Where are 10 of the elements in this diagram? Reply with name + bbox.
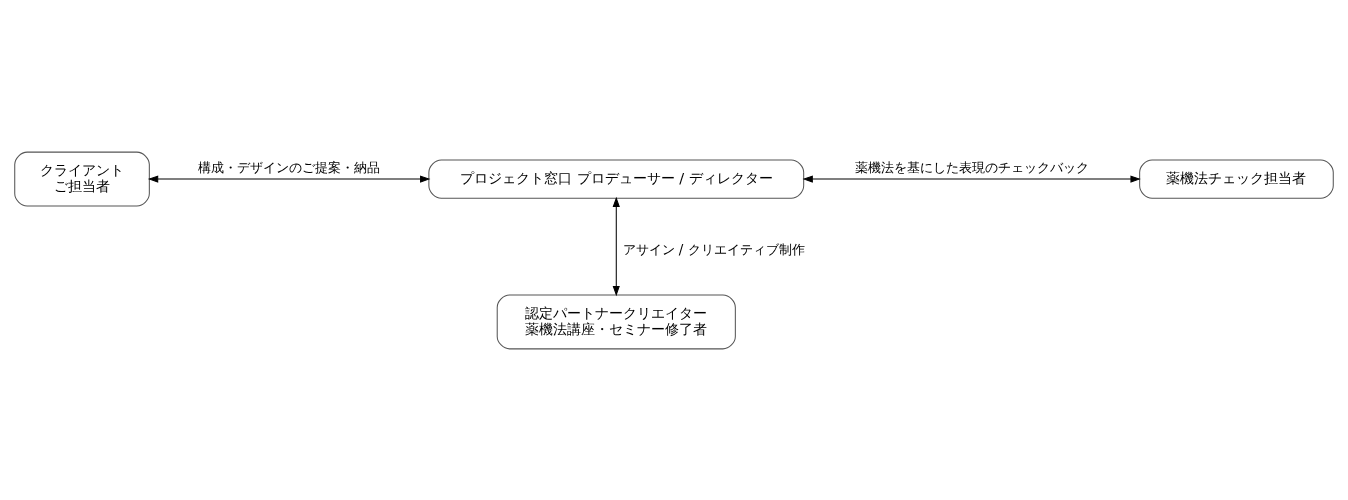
node-box: プロジェクト窓口 プロデューサー / ディレクター [428, 158, 805, 199]
arrow [147, 174, 431, 183]
edge-label: アサイン / クリエイティブ制作 [622, 241, 805, 257]
node-box: クライアント ご担当者 [14, 151, 150, 206]
arrow [802, 174, 1141, 183]
edge-label: 薬機法を基にした表現のチェックバック [854, 159, 1089, 175]
arrow [612, 196, 620, 296]
node-box: 認定パートナークリエイター 薬機法講座・セミナー修了者 [496, 294, 736, 349]
edge-label: 構成・デザインのご提案・納品 [198, 159, 381, 175]
node-box: 薬機法チェック担当者 [1139, 158, 1334, 199]
